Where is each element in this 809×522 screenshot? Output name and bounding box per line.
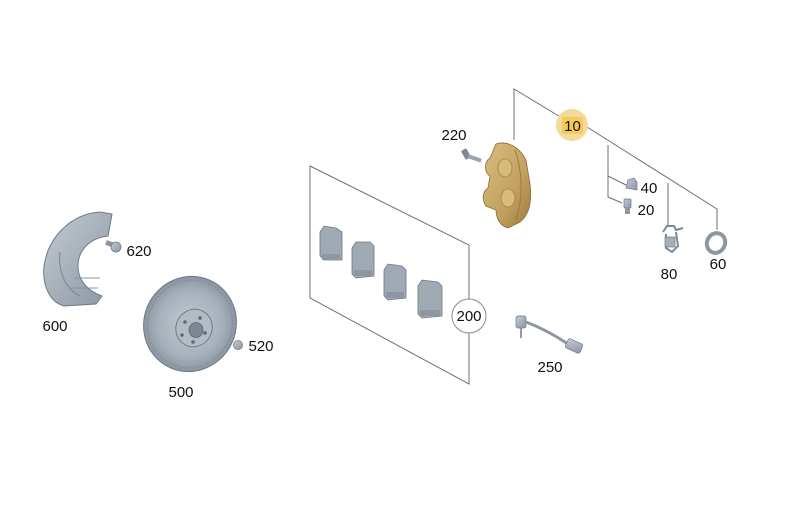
bolt-220-icon[interactable] <box>461 148 482 163</box>
leader-lines <box>309 88 718 385</box>
callout-200[interactable]: 200 <box>451 298 487 334</box>
callout-600-label[interactable]: 600 <box>42 318 67 335</box>
callout-80-label[interactable]: 80 <box>661 266 678 283</box>
callout-10[interactable]: 10 <box>556 109 588 141</box>
brake-pad-icon[interactable] <box>319 225 443 319</box>
bolt-620-icon[interactable] <box>105 240 122 253</box>
bleeder-cap-40-icon[interactable] <box>625 177 638 191</box>
callout-10-label: 10 <box>564 118 581 135</box>
callout-520-label[interactable]: 520 <box>248 338 273 355</box>
brake-disc-icon[interactable] <box>127 260 253 388</box>
wear-sensor-icon[interactable] <box>515 315 584 354</box>
callout-40-label[interactable]: 40 <box>641 180 658 197</box>
callout-10-highlight <box>562 117 583 134</box>
seal-ring-60-icon[interactable] <box>704 230 729 256</box>
callout-620-label[interactable]: 620 <box>126 243 151 260</box>
screw-520-icon[interactable] <box>233 340 243 350</box>
callout-250-label[interactable]: 250 <box>537 359 562 376</box>
spring-clip-80-icon[interactable] <box>662 225 684 254</box>
bleeder-screw-20-icon[interactable] <box>623 198 632 214</box>
splash-shield-icon[interactable] <box>43 211 113 307</box>
callout-220-label[interactable]: 220 <box>441 127 466 144</box>
callout-500-label[interactable]: 500 <box>168 384 193 401</box>
brake-caliper-icon[interactable] <box>482 142 532 229</box>
callout-200-label: 200 <box>456 308 481 325</box>
callout-200-ring <box>451 298 487 334</box>
callout-60-label[interactable]: 60 <box>710 256 727 273</box>
callout-20-label[interactable]: 20 <box>638 202 655 219</box>
